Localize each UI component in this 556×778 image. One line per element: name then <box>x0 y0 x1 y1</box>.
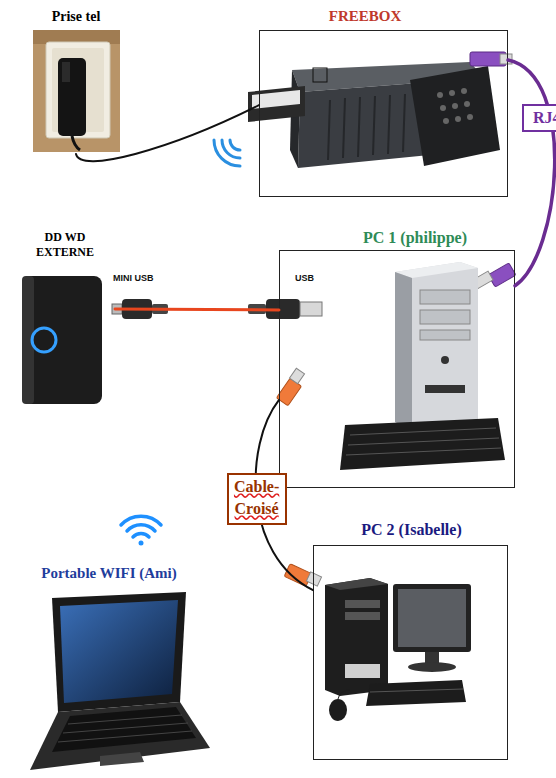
monitor <box>393 584 471 672</box>
device-box: PC 2 (Isabelle) <box>313 545 508 760</box>
connector-label: MINI USB <box>113 273 154 283</box>
cable-line <box>115 308 279 312</box>
device-box: FREEBOX <box>259 30 508 197</box>
wall-socket-photo <box>33 30 120 152</box>
laptop <box>30 592 210 770</box>
wifi-symbol <box>121 516 161 545</box>
freebox-illustration <box>248 52 512 168</box>
cable-line <box>508 60 555 286</box>
keyboard <box>340 418 505 470</box>
connector-label: USB <box>295 273 314 283</box>
device-box: PC 1 (philippe) <box>279 250 515 488</box>
node-heading: Prise tel <box>30 8 122 25</box>
external-drive <box>22 276 102 404</box>
keyboard <box>366 680 466 706</box>
external-drive: DD WD EXTERNE <box>15 228 115 408</box>
node-heading: FREEBOX <box>300 7 430 25</box>
node-heading: PC 1 (philippe) <box>320 228 510 247</box>
cable-label: RJ45 <box>522 104 556 132</box>
usb-plug <box>248 299 322 319</box>
node-heading: DD WD EXTERNE <box>23 230 107 260</box>
node-heading: Portable WIFI (Ami) <box>4 564 214 582</box>
mini-usb-plug <box>112 299 168 319</box>
rj45-plug <box>276 368 304 406</box>
cable-label: Cable-Croisé <box>227 473 287 525</box>
rj45-plug <box>284 564 321 587</box>
laptop-node: Portable WIFI (Ami) <box>4 562 214 772</box>
mouse <box>329 690 350 721</box>
wall-socket: Prise tel <box>30 6 122 154</box>
cable-line <box>76 105 259 161</box>
wifi-symbol <box>214 140 240 166</box>
pc-tower <box>395 262 478 430</box>
node-heading: PC 2 (Isabelle) <box>314 520 509 539</box>
pc-tower <box>325 578 388 696</box>
